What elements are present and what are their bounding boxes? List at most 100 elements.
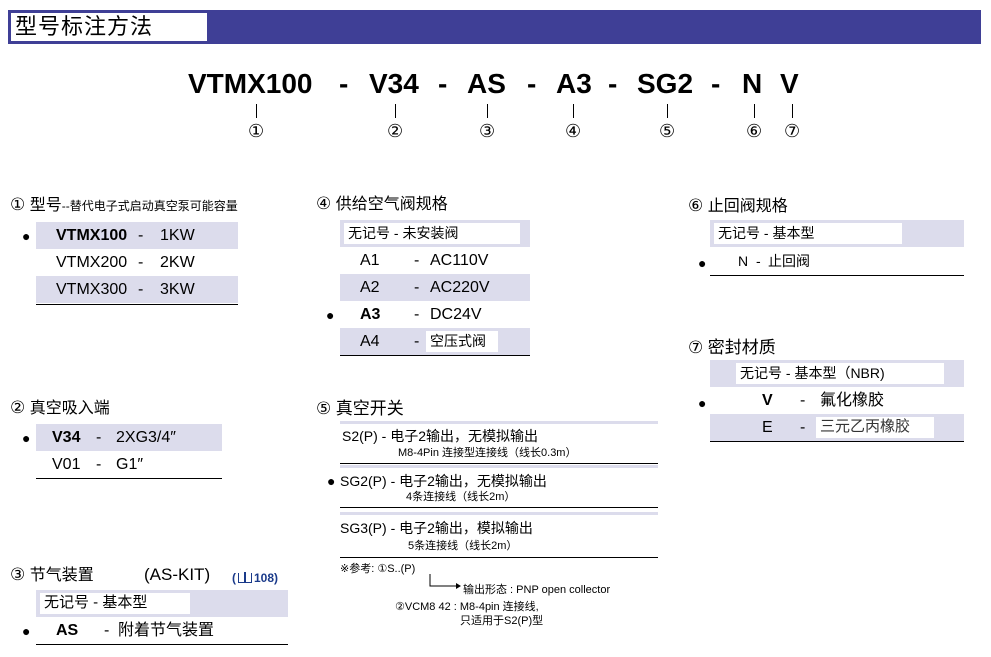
marker-tick <box>667 104 668 118</box>
marker-tick <box>573 104 574 118</box>
divider <box>36 478 222 479</box>
sec5-note-vcm-sub: 只适用于S2(P)型 <box>460 615 544 627</box>
sec7-title: 密封材质 <box>707 338 776 357</box>
sec5-panel-edge <box>340 421 658 424</box>
divider <box>710 441 964 442</box>
sec5-row-3-sub: 5条连接线（线长2m） <box>408 540 518 552</box>
sec7-heading: ⑦ 密封材质 <box>688 338 776 359</box>
sec4-title: 供给空气阀规格 <box>335 196 448 213</box>
sec5-row-1-sub: M8-4Pin 连接型连接线（线长0.3m） <box>398 447 577 459</box>
sec5-title: 真空开关 <box>335 399 404 418</box>
bullet-icon: ● <box>326 307 335 323</box>
sec1-row-2: VTMX200 - 2KW <box>56 254 195 271</box>
marker-1: ① <box>248 121 265 141</box>
marker-tick <box>256 104 257 118</box>
header-bar: 型号标注方法 <box>8 10 981 44</box>
page-title: 型号标注方法 <box>11 13 207 41</box>
book-icon <box>238 572 252 583</box>
sec1-heading: ① 型号--替代电子式启动真空泵可能容量 <box>10 195 238 216</box>
sec1-number: ① <box>10 195 26 214</box>
sec6-heading: ⑥ 止回阀规格 <box>688 196 788 217</box>
sec6-number: ⑥ <box>688 196 704 215</box>
divider <box>710 275 964 276</box>
model-part-v: V <box>780 68 799 99</box>
sec7-none-row: 无记号 - 基本型（NBR) <box>710 360 964 387</box>
sec7-row-e: E - 三元乙丙橡胶 <box>710 414 964 441</box>
marker-tick <box>395 104 396 118</box>
sec4-none-row: 无记号 - 未安装阀 <box>340 220 530 247</box>
sec6-row-n: N - 止回阀 <box>738 253 810 269</box>
sec3-title: 节气装置 <box>29 567 94 584</box>
sec5-number: ⑤ <box>316 399 332 418</box>
sec6-none-row: 无记号 - 基本型 <box>710 220 964 247</box>
sec4-row-a2: A2 - AC220V <box>340 274 530 301</box>
model-dash: - <box>527 68 537 99</box>
sec3-number: ③ <box>10 565 26 584</box>
marker-tick <box>754 104 755 118</box>
marker-tick <box>487 104 488 118</box>
sec5-note-vcm: ②VCM8 42 : M8-4pin 连接线, <box>395 601 539 613</box>
sec4-number: ④ <box>316 194 332 213</box>
sec3-row-1: 无记号 - 基本型 <box>36 590 288 617</box>
sec1-desc: --替代电子式启动真空泵可能容量 <box>61 199 238 213</box>
bullet-icon: ● <box>327 473 336 489</box>
model-part-vtmx: VTMX100 <box>188 68 313 99</box>
model-dash: - <box>608 68 618 99</box>
sec4-row-a3: A3 - DC24V <box>360 306 482 323</box>
model-part-n: N <box>742 68 763 99</box>
sec5-heading: ⑤ 真空开关 <box>316 399 404 420</box>
sec4-row-a1: A1 - AC110V <box>360 252 489 269</box>
sec5-row-2-main: SG2(P) - 电子2输出，无模拟输出 <box>340 473 547 489</box>
bullet-icon: ● <box>22 228 31 244</box>
model-part-v34: V34 <box>369 68 419 99</box>
sec1-title: 型号 <box>29 197 62 214</box>
model-part-sg2: SG2 <box>637 68 694 99</box>
sec7-row-v: V - 氟化橡胶 <box>762 392 885 409</box>
sec2-number: ② <box>10 398 26 417</box>
bullet-icon: ● <box>22 623 31 639</box>
model-dash: - <box>711 68 721 99</box>
sec5-note-ref: ※参考: ①S..(P) <box>340 563 416 575</box>
bullet-icon: ● <box>698 255 707 271</box>
divider <box>340 557 658 558</box>
sec5-row-1-main: S2(P) - 电子2输出，无模拟输出 <box>342 428 539 444</box>
sec7-number: ⑦ <box>688 338 704 357</box>
arrow-icon <box>429 574 461 589</box>
sec4-heading: ④ 供给空气阀规格 <box>316 194 448 215</box>
sec1-row-3: VTMX300 - 3KW <box>36 276 238 303</box>
model-dash: - <box>339 68 349 99</box>
marker-3: ③ <box>479 121 496 141</box>
divider <box>36 644 288 645</box>
sec2-title: 真空吸入端 <box>29 400 110 417</box>
sec2-row-1: V34 - 2XG3/4″ <box>36 424 222 451</box>
sec5-row-3-main: SG3(P) - 电子2输出，模拟输出 <box>340 520 533 536</box>
sec5-row-2-sub: 4条连接线（线长2m） <box>406 491 516 503</box>
marker-4: ④ <box>565 121 582 141</box>
sec3-page-ref[interactable]: (108) <box>232 571 279 585</box>
marker-7: ⑦ <box>784 121 801 141</box>
sec6-title: 止回阀规格 <box>707 198 788 215</box>
model-part-as: AS <box>467 68 506 99</box>
sec3-kit-code: (AS-KIT) <box>144 565 211 584</box>
divider <box>340 355 530 356</box>
marker-tick <box>792 104 793 118</box>
bullet-icon: ● <box>22 430 31 446</box>
marker-6: ⑥ <box>746 121 763 141</box>
sec2-row-2: V01 - G1″ <box>52 456 144 473</box>
model-dash: - <box>438 68 448 99</box>
sec1-row-1: VTMX100 - 1KW <box>36 222 238 249</box>
sec5-note-output: 输出形态 : PNP open collector <box>463 584 611 596</box>
divider <box>340 463 658 464</box>
sec3-row-2: AS - 附着节气装置 <box>56 622 215 639</box>
model-part-a3: A3 <box>556 68 592 99</box>
marker-2: ② <box>387 121 404 141</box>
sec2-heading: ② 真空吸入端 <box>10 398 110 419</box>
divider <box>340 507 658 508</box>
sec5-panel-edge <box>340 465 658 468</box>
sec5-panel-edge <box>340 512 658 515</box>
bullet-icon: ● <box>698 395 707 411</box>
divider <box>36 304 238 305</box>
sec3-heading: ③ 节气装置 <box>10 565 94 586</box>
marker-5: ⑤ <box>659 121 676 141</box>
sec4-row-a4: A4 - 空压式阀 <box>340 328 530 355</box>
